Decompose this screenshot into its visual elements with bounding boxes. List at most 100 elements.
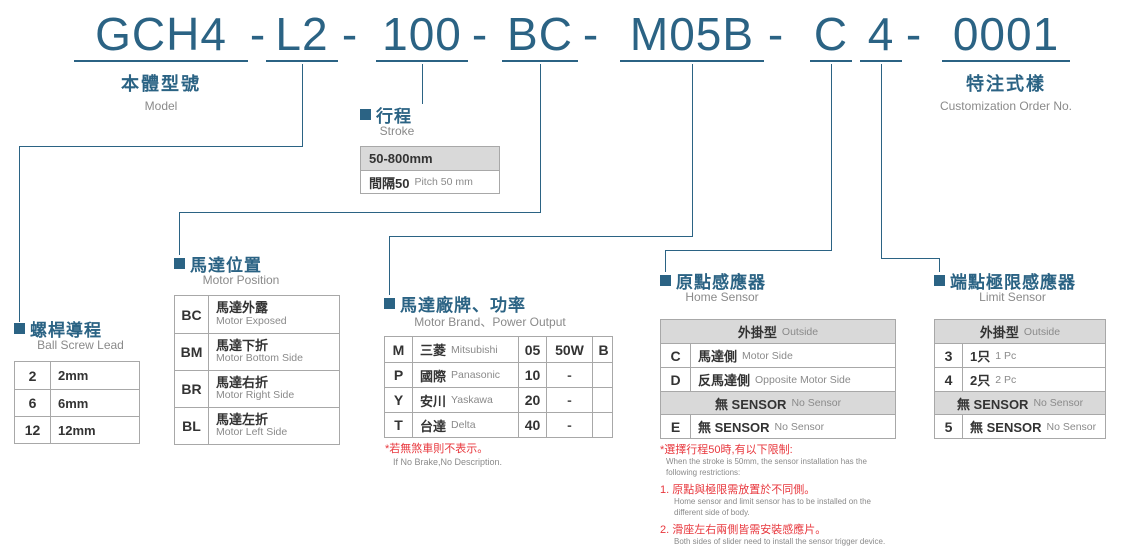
row-brand-en: Panasonic bbox=[451, 369, 501, 381]
row-brand-cell: 台達 Delta bbox=[413, 413, 519, 437]
connector-lead-v1 bbox=[302, 64, 303, 146]
row-label-zh: 馬達左折 bbox=[216, 411, 269, 427]
table-row: P 國際 Panasonic 10 - bbox=[385, 362, 612, 387]
connector-motor-brand-v1 bbox=[692, 64, 693, 236]
table-row: T 台達 Delta 40 - bbox=[385, 412, 612, 437]
row-code: BC bbox=[175, 296, 209, 333]
row-brand-zh: 安川 bbox=[420, 393, 447, 409]
section-bullet-icon bbox=[660, 275, 671, 286]
table-row: 6 6mm bbox=[15, 389, 139, 416]
customization-label: 特注式樣 Customization Order No. bbox=[906, 70, 1106, 113]
row-label-zh: 無 SENSOR bbox=[698, 420, 770, 435]
connector-limit-sensor-v2 bbox=[939, 258, 940, 272]
motor-position-title-en: Motor Position bbox=[202, 273, 280, 287]
row-label-zh: 2只 bbox=[970, 373, 991, 388]
row-label-zh: 馬達下折 bbox=[216, 337, 269, 353]
motor-brand-section-title: 馬達廠牌、功率 bbox=[384, 291, 526, 316]
row-value: 12mm bbox=[58, 422, 96, 438]
row-label-cell: 馬達側 Motor Side bbox=[691, 344, 895, 367]
row-code: 6 bbox=[15, 390, 51, 416]
table-row: Y 安川 Yaskawa 20 - bbox=[385, 387, 612, 412]
group-header-zh: 無 SENSOR bbox=[714, 396, 787, 412]
row-code: 4 bbox=[935, 368, 963, 391]
code-segment-custom-no: 0001 bbox=[942, 6, 1070, 62]
row-code: 3 bbox=[935, 344, 963, 367]
restriction-title-zh: *選擇行程50時,有以下限制: bbox=[660, 444, 793, 456]
row-code: 5 bbox=[935, 415, 963, 438]
home-sensor-section-title: 原點感應器 bbox=[660, 268, 766, 293]
row-power: - bbox=[547, 413, 593, 437]
row-label-zh: 反馬達側 bbox=[698, 373, 751, 388]
row-value: 2mm bbox=[58, 368, 89, 383]
group-header-row: 無 SENSOR No Sensor bbox=[935, 391, 1105, 414]
motor-brand-title-en: Motor Brand、Power Output bbox=[414, 315, 566, 329]
row-code: E bbox=[661, 415, 691, 438]
table-row: 3 1只 1 Pc bbox=[935, 343, 1105, 367]
restriction-item-en: Home sensor and limit sensor has to be i… bbox=[674, 497, 871, 517]
row-value-cell: 6mm bbox=[51, 390, 139, 416]
section-bullet-icon bbox=[360, 109, 371, 120]
row-value-cell: 12mm bbox=[51, 417, 139, 443]
row-label-en: Motor Right Side bbox=[216, 389, 295, 402]
group-header-zh: 外掛型 bbox=[979, 325, 1019, 340]
home-sensor-title-en: Home Sensor bbox=[685, 290, 759, 304]
group-header-en: Outside bbox=[781, 325, 819, 338]
table-row: M 三菱 Mitsubishi 05 50W B bbox=[385, 337, 612, 362]
connector-motor-position-h bbox=[179, 212, 541, 213]
restriction-title-en: When the stroke is 50mm, the sensor inst… bbox=[666, 457, 867, 477]
row-power-code: 10 bbox=[519, 363, 547, 387]
table-row: 12 12mm bbox=[15, 416, 139, 443]
row-power: 50W bbox=[547, 337, 593, 362]
row-brand-zh: 三菱 bbox=[420, 343, 447, 358]
row-power: - bbox=[547, 363, 593, 387]
connector-motor-brand-v2 bbox=[389, 236, 390, 295]
row-code: D bbox=[661, 368, 691, 391]
row-brand-cell: 國際 Panasonic bbox=[413, 363, 519, 387]
motor-position-section-title: 馬達位置 bbox=[174, 251, 262, 276]
connector-motor-position-v1 bbox=[540, 64, 541, 212]
row-label-en: Motor Side bbox=[742, 349, 793, 362]
motor-brand-table: M 三菱 Mitsubishi 05 50W B P 國際 Panasonic … bbox=[384, 336, 613, 438]
ball-screw-lead-title-zh: 螺桿導程 bbox=[30, 321, 102, 340]
customization-label-zh: 特注式樣 bbox=[966, 74, 1046, 94]
group-header-row: 外掛型 Outside bbox=[935, 320, 1105, 343]
connector-home-sensor-h bbox=[665, 250, 832, 251]
connector-lead-v2 bbox=[19, 146, 20, 322]
model-label-en: Model bbox=[144, 99, 178, 113]
table-row: 2 2mm bbox=[15, 362, 139, 389]
restriction-item-zh: 2. 滑座左右兩側皆需安裝感應片。 bbox=[660, 524, 827, 537]
code-separator: - bbox=[767, 8, 785, 60]
limit-sensor-table: 外掛型 Outside 3 1只 1 Pc 4 2只 2 Pc 無 SENSOR… bbox=[934, 319, 1106, 439]
group-header-en: Outside bbox=[1023, 325, 1061, 338]
section-bullet-icon bbox=[14, 323, 25, 334]
row-brand-en: Delta bbox=[451, 419, 476, 431]
row-brand-zh: 國際 bbox=[420, 368, 447, 384]
stroke-section-title: 行程 bbox=[360, 102, 412, 127]
stroke-range-row: 50-800mm bbox=[361, 147, 499, 170]
restriction-item-zh: 1. 原點與極限需放置於不同側。 bbox=[660, 484, 816, 497]
row-brand-code: P bbox=[385, 363, 413, 387]
row-brand-zh: 台達 bbox=[420, 418, 447, 434]
row-label-en: No Sensor bbox=[774, 420, 825, 433]
limit-sensor-section-title: 端點極限感應器 bbox=[934, 268, 1076, 293]
row-power-code: 20 bbox=[519, 388, 547, 412]
row-brand-cell: 安川 Yaskawa bbox=[413, 388, 519, 412]
group-header-en: No Sensor bbox=[791, 397, 842, 409]
ball-screw-lead-table: 2 2mm 6 6mm 12 12mm bbox=[14, 361, 140, 444]
row-label-zh: 1只 bbox=[970, 349, 991, 364]
connector-limit-sensor-v1 bbox=[881, 64, 882, 258]
limit-sensor-title-en: Limit Sensor bbox=[979, 290, 1046, 304]
motor-brand-title-zh: 馬達廠牌、功率 bbox=[400, 296, 526, 315]
row-label-cell: 馬達左折 Motor Left Side bbox=[209, 408, 339, 444]
table-row: BR 馬達右折 Motor Right Side bbox=[175, 370, 339, 407]
section-bullet-icon bbox=[934, 275, 945, 286]
row-label-cell: 1只 1 Pc bbox=[963, 344, 1105, 367]
row-label-en: 2 Pc bbox=[995, 373, 1017, 386]
row-label-cell: 馬達下折 Motor Bottom Side bbox=[209, 334, 339, 370]
stroke-pitch-en: Pitch 50 mm bbox=[414, 176, 473, 188]
stroke-table: 50-800mm 間隔50 Pitch 50 mm bbox=[360, 146, 500, 194]
group-header-row: 無 SENSOR No Sensor bbox=[661, 391, 895, 414]
section-bullet-icon bbox=[174, 258, 185, 269]
row-label-en: Motor Left Side bbox=[216, 426, 288, 439]
